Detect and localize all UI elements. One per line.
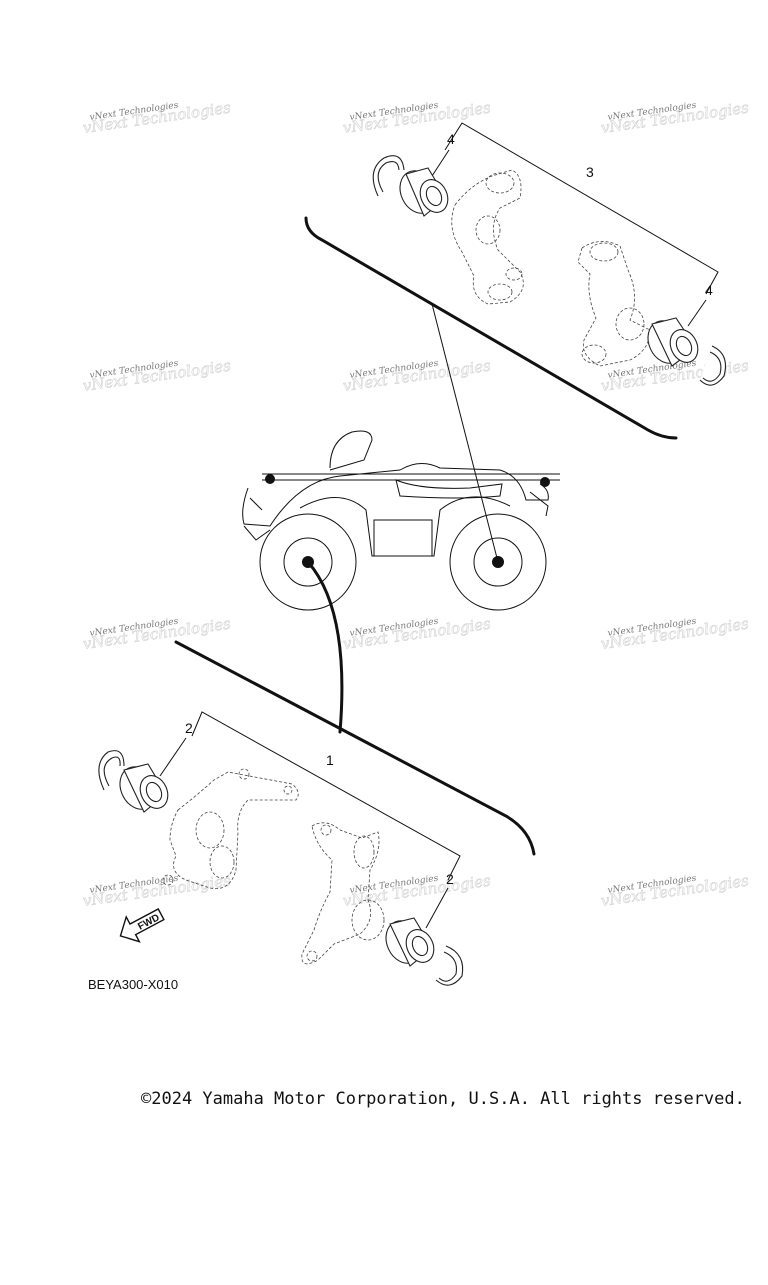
rear-arm-icon: [577, 241, 651, 367]
copyright-notice: ©2024 Yamaha Motor Corporation, U.S.A. A…: [141, 1089, 745, 1109]
steering-knuckle-icon: [162, 768, 299, 889]
circlip-inner: [702, 351, 722, 382]
rear-arm-icon: [451, 169, 524, 305]
leader-4-left: [431, 149, 450, 177]
circlip-inner: [438, 951, 458, 982]
fwd-arrow-icon: FWD: [119, 908, 165, 943]
rear-group: 3 4 4: [304, 122, 727, 440]
rear-assembly-bracket: [444, 122, 719, 295]
callout-4-right: 4: [705, 282, 713, 298]
circlip-inner: [377, 161, 400, 193]
callout-2-left: 2: [185, 720, 193, 736]
bearing-icon: [647, 317, 699, 367]
rear-group-bracket: [304, 216, 678, 440]
circlip-inner: [103, 756, 121, 787]
callout-2-right: 2: [446, 871, 454, 887]
bearing-icon: [385, 917, 435, 967]
leader-4-right: [687, 299, 707, 327]
front-group-bracket: [174, 640, 536, 856]
leader-rear-hub: [431, 303, 499, 563]
steering-knuckle-icon: [301, 822, 385, 965]
diagram-part-code: BEYA300-X010: [88, 977, 179, 992]
callout-4-left: 4: [447, 131, 455, 147]
leader-2-right: [425, 887, 449, 929]
leader-2-left: [159, 737, 187, 777]
front-group: 1 2 2: [98, 640, 536, 986]
fwd-label: FWD: [136, 912, 161, 932]
bearing-icon: [399, 167, 449, 217]
leader-front-hub: [306, 560, 344, 734]
atv-illustration: [242, 303, 560, 734]
bearing-icon: [119, 763, 169, 813]
callout-3: 3: [586, 164, 594, 180]
front-assembly-bracket: [191, 711, 461, 881]
callout-1: 1: [326, 752, 334, 768]
